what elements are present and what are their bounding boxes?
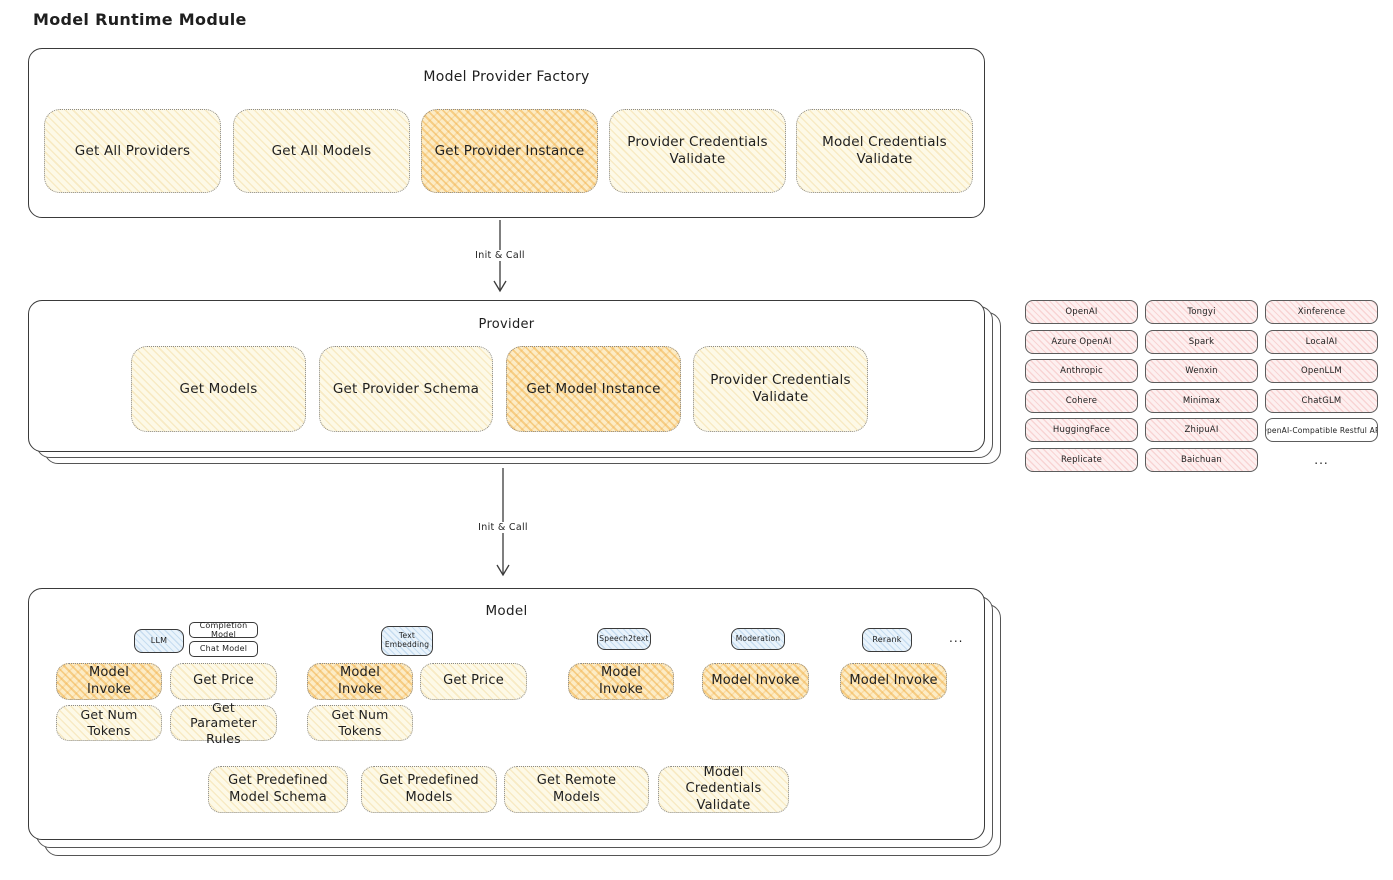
provider-chip-anthropic: Anthropic (1025, 359, 1138, 383)
model-node-llm-get-num-tokens: Get Num Tokens (56, 705, 162, 741)
tag-speech2text: Speech2text (597, 628, 651, 650)
arrow-provider-to-model (495, 468, 511, 582)
provider-container: Provider Get Models Get Provider Schema … (28, 300, 985, 452)
model-node-llm-get-parameter-rules: Get Parameter Rules (170, 700, 277, 746)
provider-chip-cohere: Cohere (1025, 388, 1138, 413)
model-node-moderation-model-invoke: Model Invoke (702, 663, 809, 700)
model-node-s2t-model-invoke: Model Invoke (568, 663, 674, 700)
provider-chip-baichuan: Baichuan (1145, 447, 1258, 472)
tag-text-embedding: Text Embedding (381, 626, 433, 656)
model-node-llm-get-price: Get Price (170, 663, 277, 700)
arrow1-label: Init & Call (470, 250, 530, 261)
factory-container: Model Provider Factory Get All Providers… (28, 48, 985, 218)
factory-title: Model Provider Factory (423, 69, 590, 85)
provider-chip-localai: LocalAI (1265, 329, 1378, 354)
tag-rerank: Rerank (862, 628, 912, 652)
tag-chat-model: Chat Model (189, 641, 258, 657)
model-node-get-remote-models: Get Remote Models (504, 766, 649, 813)
provider-title: Provider (478, 317, 535, 332)
model-container: Model LLM Completion Model Chat Model Te… (28, 588, 985, 840)
provider-chip-zhipuai: ZhipuAI (1145, 418, 1258, 442)
tag-moderation: Moderation (731, 628, 785, 650)
provider-chip-ellipsis: ... (1314, 452, 1329, 467)
provider-node-get-provider-schema: Get Provider Schema (319, 346, 493, 432)
provider-chip-replicate: Replicate (1025, 447, 1138, 472)
model-title: Model (485, 603, 528, 619)
provider-chip-azure-openai: Azure OpenAI (1025, 329, 1138, 354)
provider-chip-spark: Spark (1145, 329, 1258, 354)
model-node-te-model-invoke: Model Invoke (307, 663, 413, 700)
provider-chip-wenxin: Wenxin (1145, 359, 1258, 383)
provider-list-grid: OpenAI Tongyi Xinference Azure OpenAI Sp… (1025, 300, 1378, 472)
factory-node-model-credentials-validate: Model Credentials Validate (796, 109, 973, 193)
model-node-get-predefined-models: Get Predefined Models (361, 766, 497, 813)
factory-node-get-all-providers: Get All Providers (44, 109, 221, 193)
provider-chip-openai: OpenAI (1025, 300, 1138, 324)
provider-chip-openllm: OpenLLM (1265, 359, 1378, 383)
model-node-te-get-price: Get Price (420, 663, 527, 700)
model-node-llm-model-invoke: Model Invoke (56, 663, 162, 700)
factory-node-provider-credentials-validate: Provider Credentials Validate (609, 109, 786, 193)
provider-chip-tongyi: Tongyi (1145, 300, 1258, 324)
arrow2-label: Init & Call (473, 522, 533, 533)
provider-chip-openai-compatible: OpenAI-Compatible Restful API (1265, 418, 1378, 442)
model-node-get-predefined-model-schema: Get Predefined Model Schema (208, 766, 348, 813)
model-node-model-credentials-validate: Model Credentials Validate (658, 765, 789, 813)
model-node-rerank-model-invoke: Model Invoke (840, 663, 947, 700)
model-node-te-get-num-tokens: Get Num Tokens (307, 705, 413, 741)
provider-node-get-model-instance: Get Model Instance (506, 346, 681, 432)
factory-node-get-all-models: Get All Models (233, 109, 410, 193)
tag-completion-model: Completion Model (189, 621, 258, 639)
provider-node-provider-credentials-validate: Provider Credentials Validate (693, 346, 868, 432)
provider-chip-minimax: Minimax (1145, 388, 1258, 413)
provider-node-get-models: Get Models (131, 346, 306, 432)
provider-chip-chatglm: ChatGLM (1265, 388, 1378, 413)
tags-ellipsis: ... (949, 631, 964, 645)
factory-node-get-provider-instance: Get Provider Instance (421, 109, 598, 193)
provider-chip-huggingface: HuggingFace (1025, 418, 1138, 442)
page-title: Model Runtime Module (33, 10, 247, 29)
provider-chip-xinference: Xinference (1265, 300, 1378, 324)
tag-llm: LLM (134, 629, 184, 653)
